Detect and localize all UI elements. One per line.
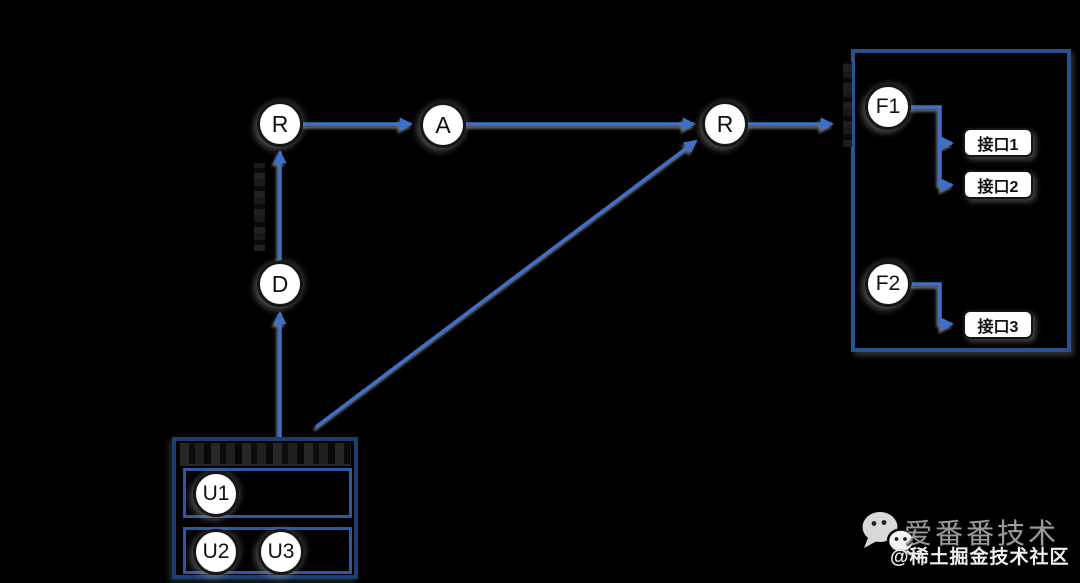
interface-box-3: 接口3 — [963, 310, 1033, 339]
node-u3-label: U3 — [267, 540, 295, 563]
node-a-label: A — [435, 111, 451, 138]
node-r-right-label: R — [716, 110, 734, 137]
node-u1-label: U1 — [202, 482, 230, 505]
node-u2: U2 — [193, 529, 239, 575]
faint-container-label-smudge — [843, 62, 852, 147]
interface-box-2-label: 接口2 — [977, 178, 1019, 196]
node-f1: F1 — [865, 84, 911, 130]
node-r-left-label: R — [271, 110, 289, 137]
node-d: D — [257, 261, 303, 307]
bottom-group-header-smudge — [180, 443, 351, 464]
node-u1: U1 — [193, 471, 239, 517]
node-f2: F2 — [865, 261, 911, 307]
node-u2-label: U2 — [202, 540, 230, 563]
inner-box-u1 — [183, 468, 352, 518]
right-container-box — [851, 49, 1071, 352]
node-a: A — [420, 102, 466, 148]
node-r-right: R — [702, 101, 748, 147]
inner-box-u2-u3 — [183, 527, 352, 574]
bottom-group-box — [172, 437, 358, 579]
interface-box-1: 接口1 — [963, 128, 1033, 157]
interface-box-3-label: 接口3 — [977, 318, 1019, 336]
node-f1-label: F1 — [875, 95, 901, 118]
faint-vertical-label-smudge — [254, 163, 265, 251]
node-f2-label: F2 — [875, 272, 901, 295]
watermark-brand-text: 爱番番技术 — [904, 518, 1060, 549]
wechat-icon — [862, 512, 916, 557]
watermark-community-text: @稀土掘金技术社区 — [890, 547, 1070, 568]
node-u3: U3 — [258, 529, 304, 575]
connector-f2-trunk — [912, 282, 942, 324]
connector-box-to-rright-diagonal — [314, 139, 698, 429]
connector-f1-trunk — [911, 105, 942, 185]
interface-box-1-label: 接口1 — [977, 136, 1019, 154]
interface-box-2: 接口2 — [963, 170, 1033, 199]
node-d-label: D — [271, 270, 289, 297]
node-r-left: R — [257, 101, 303, 147]
